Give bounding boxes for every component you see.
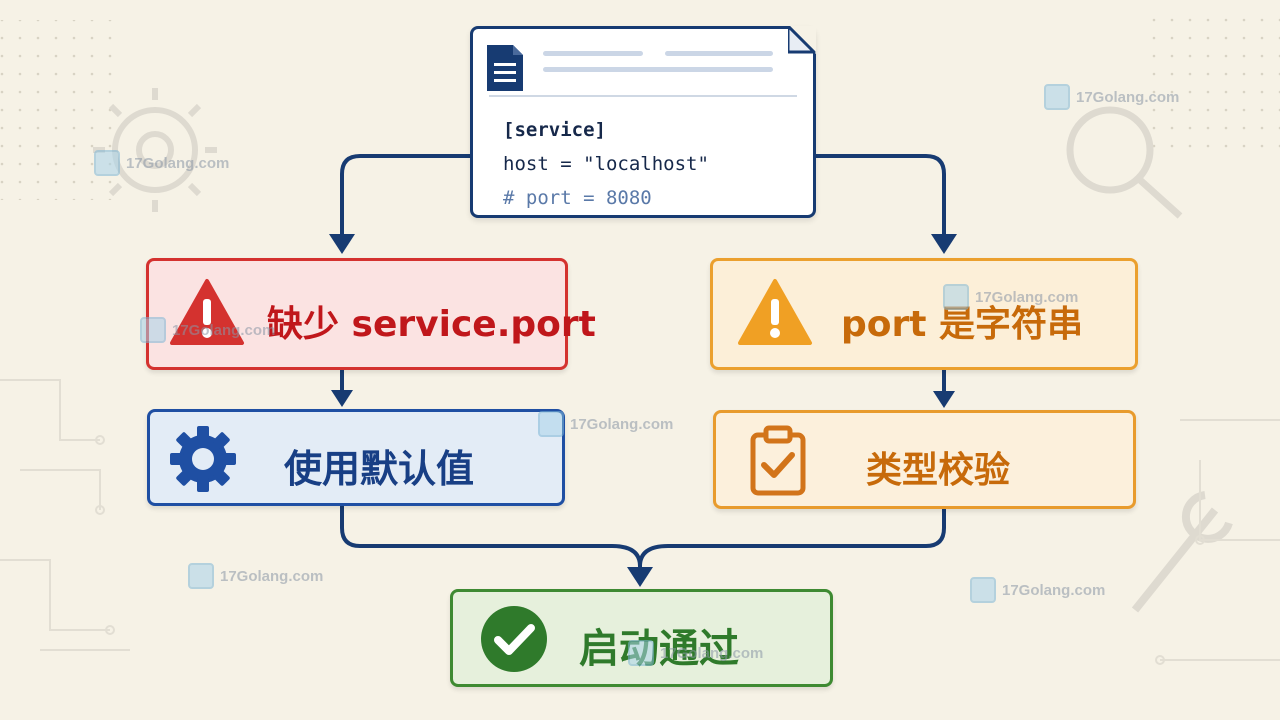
magnifier-decoration-icon bbox=[1066, 106, 1183, 219]
gear-decoration-icon bbox=[93, 88, 217, 212]
use-default-node: 使用默认值 bbox=[147, 409, 565, 506]
config-host-line: host = "localhost" bbox=[503, 153, 709, 175]
placeholder-line bbox=[665, 51, 773, 56]
document-divider bbox=[489, 95, 797, 97]
startup-pass-label: 启动通过 bbox=[579, 626, 739, 672]
watermark-logo-icon bbox=[188, 563, 214, 589]
placeholder-line bbox=[543, 67, 773, 72]
type-check-node: 类型校验 bbox=[713, 410, 1136, 509]
arrow-bottom bbox=[627, 567, 653, 587]
watermark-logo-icon bbox=[94, 150, 120, 176]
arrow-left-top bbox=[329, 234, 355, 254]
wrench-decoration-icon bbox=[1131, 491, 1233, 613]
placeholder-line bbox=[543, 51, 643, 56]
config-comment-line: # port = 8080 bbox=[503, 187, 652, 209]
gear-icon bbox=[170, 426, 236, 492]
page-fold-icon bbox=[788, 26, 816, 54]
config-section-line: [service] bbox=[503, 119, 606, 141]
check-circle-icon bbox=[481, 606, 547, 672]
arrow-right-mid bbox=[933, 391, 955, 408]
clipboard-check-icon bbox=[750, 425, 806, 496]
config-code: [service] host = "localhost" # port = 8080 bbox=[503, 113, 709, 215]
watermark-logo-icon bbox=[970, 577, 996, 603]
warning-icon bbox=[738, 279, 812, 345]
watermark: 17Golang.com bbox=[94, 150, 229, 176]
missing-port-node: 缺少 service.port bbox=[146, 258, 596, 370]
watermark: 17Golang.com bbox=[1044, 84, 1179, 110]
missing-port-label: 缺少 service.port bbox=[267, 304, 596, 345]
watermark: 17Golang.com bbox=[188, 563, 323, 589]
use-default-label: 使用默认值 bbox=[284, 447, 475, 491]
warning-icon bbox=[170, 279, 244, 345]
document-icon bbox=[487, 45, 523, 91]
port-is-string-label: port 是字符串 bbox=[841, 304, 1083, 345]
watermark-logo-icon bbox=[1044, 84, 1070, 110]
port-is-string-node: port 是字符串 bbox=[710, 258, 1138, 370]
arrow-left-mid bbox=[331, 390, 353, 407]
watermark: 17Golang.com bbox=[970, 577, 1105, 603]
config-file-card: [service] host = "localhost" # port = 8080 bbox=[470, 26, 816, 218]
startup-pass-node: 启动通过 bbox=[450, 589, 833, 687]
type-check-label: 类型校验 bbox=[866, 450, 1011, 491]
arrow-right-top bbox=[931, 234, 957, 254]
